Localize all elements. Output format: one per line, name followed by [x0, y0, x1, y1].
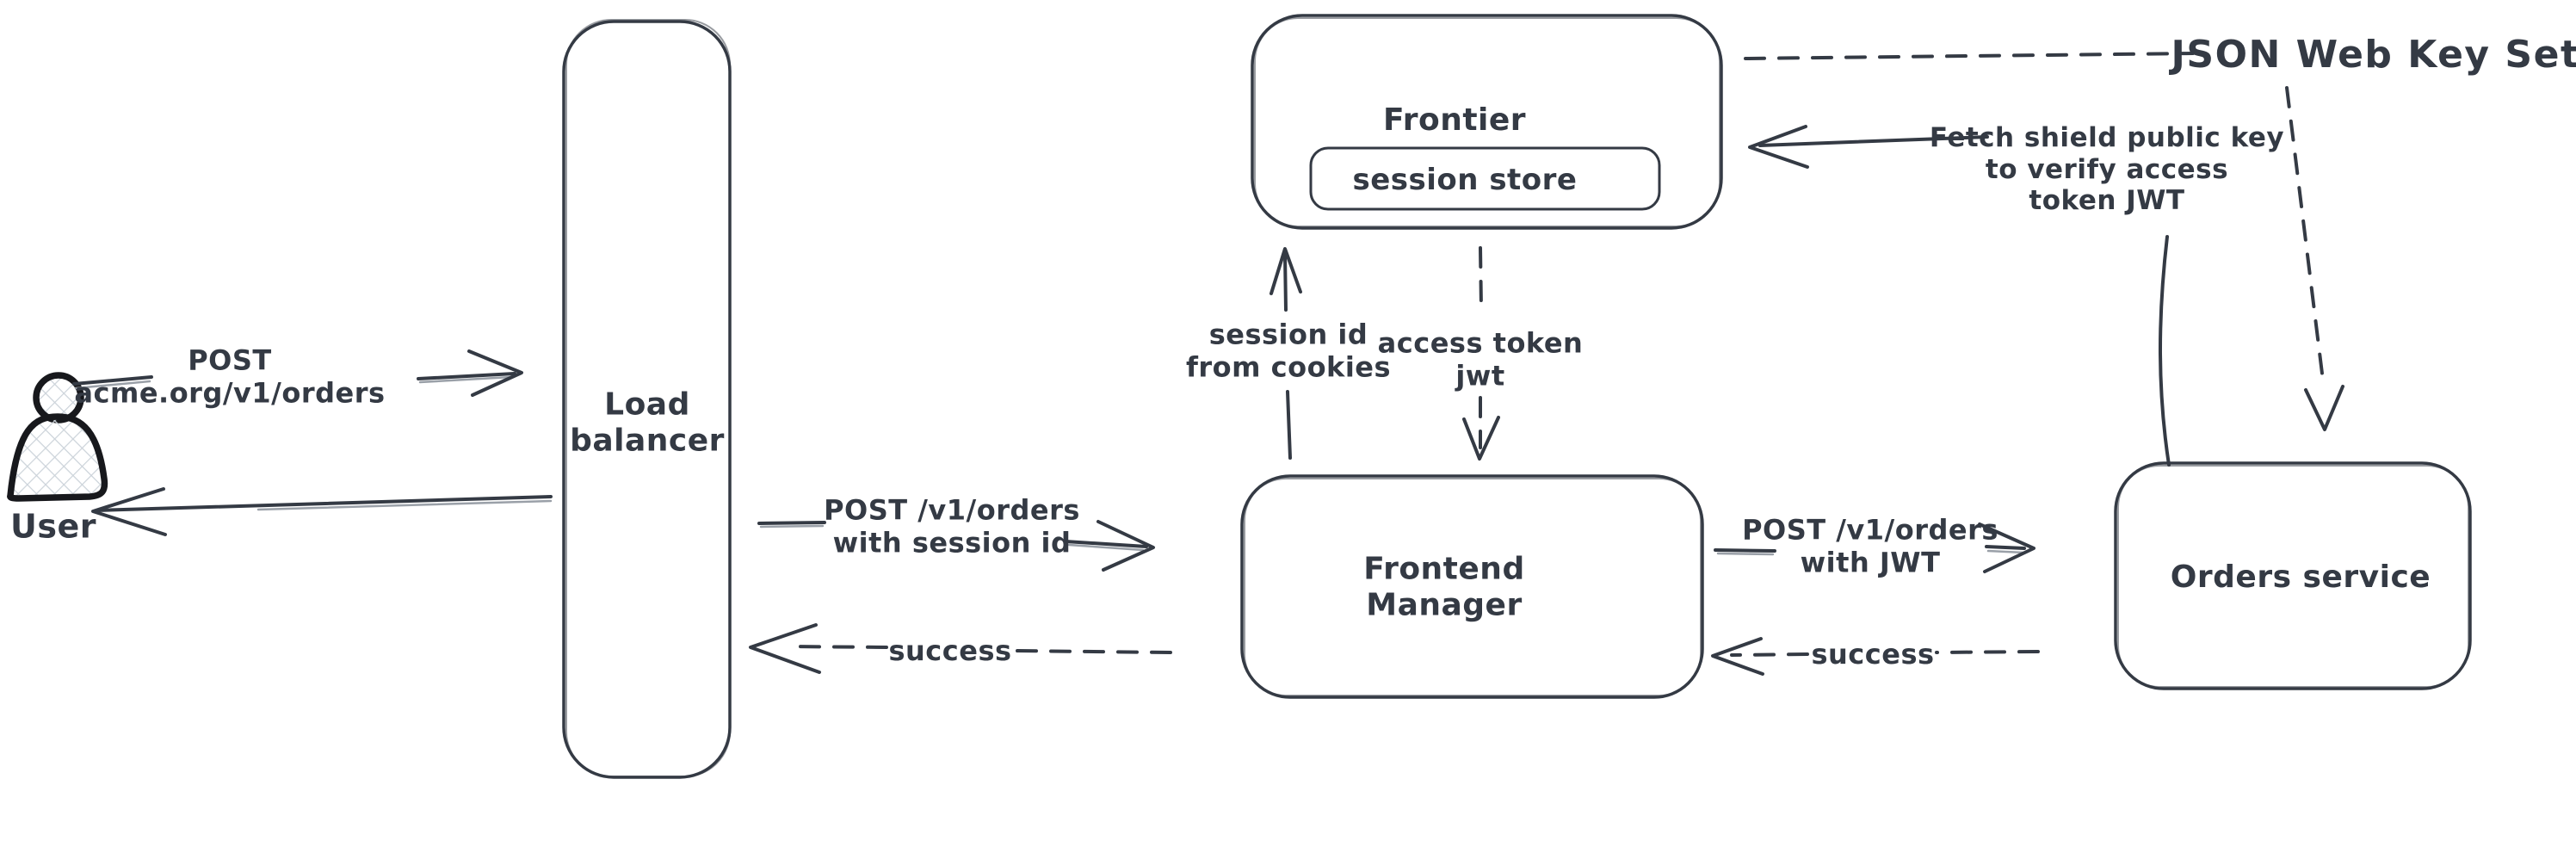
- edge-label-post-session-id: POST /v1/orders with session id: [824, 493, 1080, 559]
- arrow-lb-to-fm: [757, 520, 1155, 572]
- sketch-accents: [74, 375, 2026, 556]
- arrow-user-to-lb: [72, 349, 523, 397]
- line-frontier-to-jwks: [1744, 52, 2195, 60]
- edge-label-fetch-public-key: Fetch shield public key to verify access…: [1929, 122, 2285, 217]
- user-label: User: [10, 507, 96, 546]
- frontier-label: Frontier: [1382, 102, 1527, 138]
- user-icon: [7, 372, 108, 502]
- load-balancer-node: [562, 19, 732, 779]
- load-balancer-label: Load balancer: [570, 386, 725, 459]
- arrow-lb-to-user: [91, 487, 553, 536]
- edge-label-post-jwt: POST /v1/orders with JWT: [1742, 513, 1998, 578]
- arrow-jwks-to-orders: [2285, 86, 2344, 431]
- edge-label-success-orders: success: [1811, 638, 1935, 671]
- arrow-fm-to-orders: [1714, 522, 2035, 573]
- jwks-label: JSON Web Key Set: [2171, 33, 2576, 77]
- arrow-orders-to-frontier-fetch-key: [1748, 125, 2171, 467]
- edge-label-access-token-jwt: access token jwt: [1377, 326, 1584, 392]
- arrow-orders-to-fm-success: [1711, 637, 2040, 676]
- orders-service-label: Orders service: [2170, 559, 2431, 595]
- arrow-frontier-to-fm-access-token: [1462, 246, 1500, 461]
- frontend-manager-label: Frontend Manager: [1363, 551, 1525, 623]
- edge-label-session-id-cookies: session id from cookies: [1185, 318, 1392, 383]
- frontend-manager-node: [1240, 474, 1704, 699]
- arrow-fm-to-frontier-session-id: [1269, 247, 1302, 460]
- edge-label-post-acme: POST acme.org/v1/orders: [74, 343, 386, 409]
- arrow-fm-to-lb-success: [749, 623, 1172, 674]
- session-store-node: [1309, 146, 1661, 211]
- orders-service-node: [2114, 461, 2472, 690]
- edge-label-success-lb: success: [888, 634, 1012, 668]
- session-store-label: session store: [1352, 162, 1578, 197]
- frontier-node: [1251, 14, 1723, 230]
